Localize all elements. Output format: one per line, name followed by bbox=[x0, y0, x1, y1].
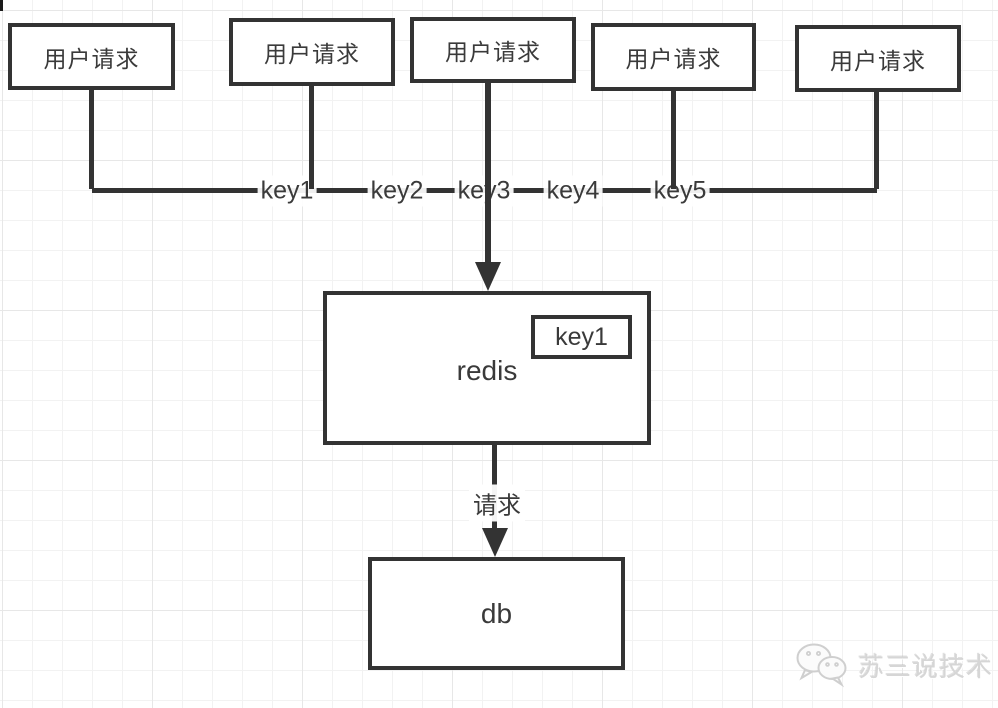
key-label-key1: key1 bbox=[257, 175, 317, 207]
user-request-box-1: 用户请求 bbox=[8, 23, 175, 90]
watermark: 苏三说技术 bbox=[793, 642, 993, 688]
screenshot-edge-artifact bbox=[0, 0, 3, 11]
connector-box5-to-bus bbox=[874, 90, 879, 189]
user-request-label: 用户请求 bbox=[625, 46, 722, 72]
key-label-key5: key5 bbox=[650, 175, 710, 207]
redis-cached-key-box: key1 bbox=[531, 315, 632, 359]
user-request-box-4: 用户请求 bbox=[591, 23, 756, 91]
arrowhead-to-redis-icon bbox=[475, 262, 501, 291]
cached-key-label: key1 bbox=[555, 322, 608, 351]
user-request-box-3: 用户请求 bbox=[410, 17, 576, 83]
key-label-key4: key4 bbox=[543, 175, 603, 207]
wechat-chat-bubbles-icon bbox=[796, 643, 847, 688]
user-request-box-5: 用户请求 bbox=[795, 25, 961, 92]
arrowhead-to-db-icon bbox=[482, 528, 508, 557]
key-label-key3: key3 bbox=[454, 175, 514, 207]
key-label-key2: key2 bbox=[367, 175, 427, 207]
db-box: db bbox=[368, 557, 625, 670]
connector-box3-to-redis bbox=[485, 81, 491, 263]
connector-box2-to-bus bbox=[309, 84, 314, 189]
user-request-label: 用户请求 bbox=[830, 47, 926, 74]
user-request-box-2: 用户请求 bbox=[229, 18, 395, 86]
request-arrow-label: 请求 bbox=[469, 484, 525, 522]
db-label: db bbox=[480, 597, 513, 629]
connector-box4-to-bus bbox=[671, 89, 676, 189]
watermark-text: 苏三说技术 bbox=[858, 651, 994, 682]
user-request-label: 用户请求 bbox=[264, 41, 360, 67]
user-request-label: 用户请求 bbox=[445, 39, 541, 65]
connector-box1-to-bus bbox=[89, 88, 94, 189]
redis-label: redis bbox=[456, 355, 518, 386]
user-request-label: 用户请求 bbox=[43, 45, 140, 72]
redis-box: redis key1 bbox=[323, 291, 651, 445]
